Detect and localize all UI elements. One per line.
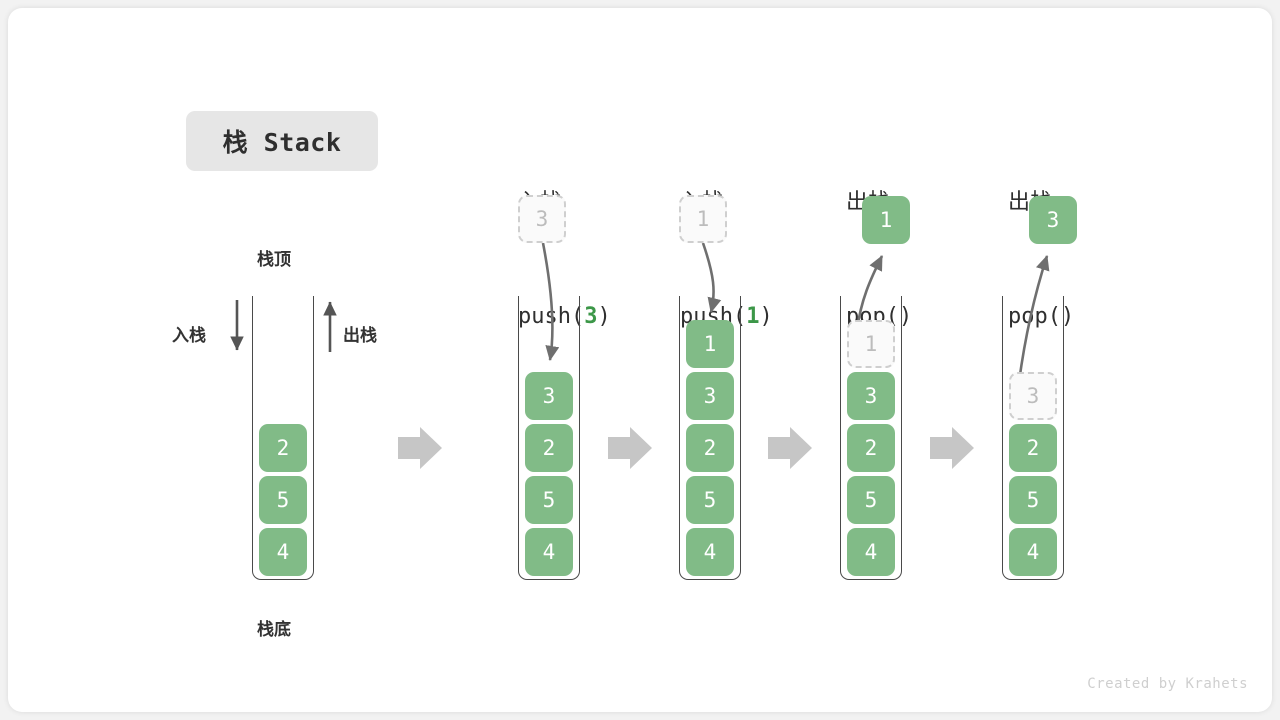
- curve-arrow-push-1: [701, 242, 722, 314]
- stack-element: 3: [847, 372, 895, 420]
- stack-element: 3: [686, 372, 734, 420]
- stack-element: 2: [847, 424, 895, 472]
- label-stack-top: 栈顶: [257, 250, 291, 270]
- stack-element: 4: [259, 528, 307, 576]
- stack-element: 4: [525, 528, 573, 576]
- stack-walls: [252, 296, 314, 580]
- flow-arrow-4: [930, 427, 974, 469]
- stack-element: 5: [686, 476, 734, 524]
- stack-container-initial: [252, 296, 314, 580]
- stack-container-pop-1: [840, 296, 902, 580]
- stack-element: 5: [525, 476, 573, 524]
- watermark-credit: Created by Krahets: [1087, 676, 1248, 692]
- stack-element: 5: [259, 476, 307, 524]
- heading-code-pop-3: pop(): [1008, 304, 1075, 329]
- stack-element: 4: [686, 528, 734, 576]
- curve-arrow-pop-3: [1017, 255, 1050, 383]
- stack-walls: [679, 296, 741, 580]
- flow-arrow-1: [398, 427, 442, 469]
- stack-element: 2: [686, 424, 734, 472]
- curve-arrow-push-3: [541, 242, 560, 362]
- label-pop-left: 出栈: [343, 326, 377, 346]
- popped-element: 3: [1029, 196, 1077, 244]
- stack-element: 5: [1009, 476, 1057, 524]
- label-push-left: 入栈: [172, 326, 206, 346]
- stack-container-push-3: [518, 296, 580, 580]
- stack-element: 5: [847, 476, 895, 524]
- flow-arrow-2: [608, 427, 652, 469]
- ghost-element-removed: 3: [1009, 372, 1057, 420]
- stack-walls: [518, 296, 580, 580]
- ghost-element-incoming: 3: [518, 195, 566, 243]
- stack-element: 4: [847, 528, 895, 576]
- flow-arrow-3: [768, 427, 812, 469]
- ghost-element-incoming: 1: [679, 195, 727, 243]
- stack-walls: [1002, 296, 1064, 580]
- stack-element: 4: [1009, 528, 1057, 576]
- stack-element: 2: [259, 424, 307, 472]
- stack-title-chip: 栈 Stack: [186, 111, 378, 171]
- stack-element: 3: [525, 372, 573, 420]
- stack-container-pop-3: [1002, 296, 1064, 580]
- stack-element: 1: [686, 320, 734, 368]
- label-stack-bottom: 栈底: [257, 620, 291, 640]
- stack-walls: [840, 296, 902, 580]
- stack-element: 2: [1009, 424, 1057, 472]
- stack-element: 2: [525, 424, 573, 472]
- ghost-element-removed: 1: [847, 320, 895, 368]
- popped-element: 1: [862, 196, 910, 244]
- stack-container-push-1: [679, 296, 741, 580]
